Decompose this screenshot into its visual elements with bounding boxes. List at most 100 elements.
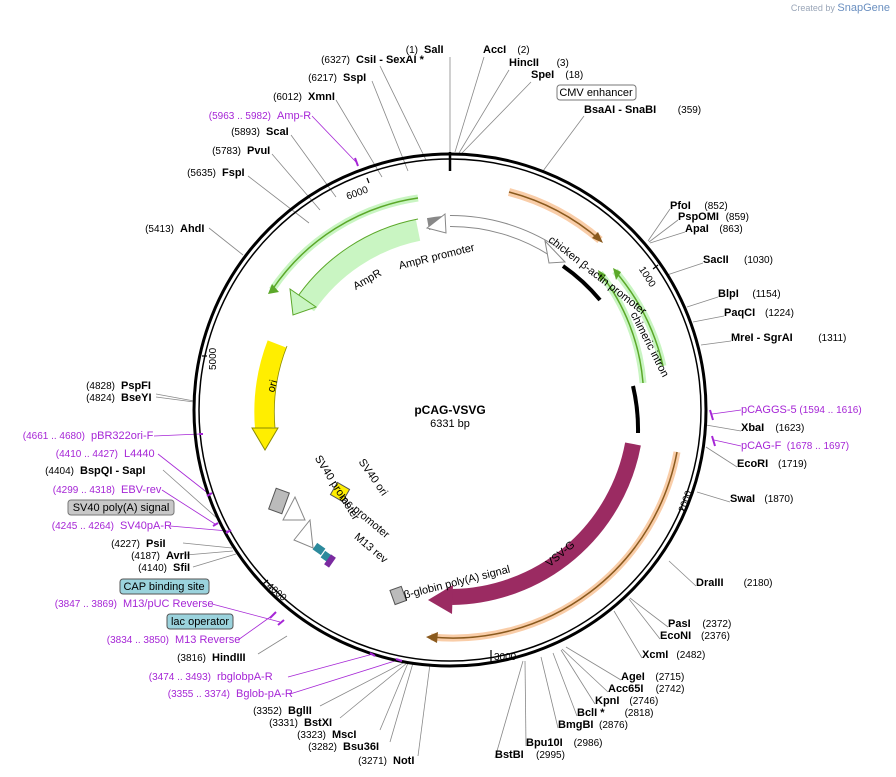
- site-position: (2): [517, 45, 529, 56]
- site-name: CsiI - SexAI *: [356, 54, 425, 66]
- site-name: BseYI: [121, 392, 152, 404]
- primer-range: (4299 .. 4318): [53, 485, 115, 496]
- leader-line: [290, 134, 337, 198]
- site-label-psii: (4227)PsiI: [111, 538, 165, 550]
- leader-line: [686, 296, 719, 308]
- site-label-xcmi: (2482)XcmI: [642, 649, 705, 661]
- site-label-bglii: (3352)BglII: [253, 705, 312, 717]
- site-position: (1): [406, 45, 418, 56]
- primer-range: (3474 .. 3493): [149, 672, 211, 683]
- site-name: ApaI: [685, 223, 709, 235]
- site-name: BsaAI - SnaBI: [584, 104, 656, 116]
- vsvg-arrowhead: [428, 585, 453, 614]
- primer-label-pcagf: (1678 .. 1697)pCAG-F: [741, 440, 849, 452]
- cba-promoter-arc-fill: [449, 215, 556, 256]
- site-position: (2995): [536, 750, 565, 761]
- site-position: (18): [565, 70, 583, 81]
- site-name: SfiI: [173, 562, 190, 574]
- leader-line: [155, 393, 195, 402]
- snapgene-credit: Created by SnapGene: [791, 2, 890, 14]
- site-name: SspI: [343, 72, 366, 84]
- site-name: MscI: [332, 729, 356, 741]
- site-label-mrei: (1311)MreI - SgrAI: [731, 332, 846, 344]
- primer-leader-line: [211, 603, 281, 623]
- site-position: (3816): [177, 653, 206, 664]
- leader-line: [247, 175, 310, 224]
- leader-line: [208, 227, 244, 256]
- leader-line: [629, 597, 669, 628]
- primer-labels: (1594 .. 1616)pCAGGS-5(1678 .. 1697)pCAG…: [23, 110, 862, 700]
- site-label-msci: (3323) MscI: [297, 729, 356, 741]
- credit-brand: SnapGene: [837, 2, 890, 14]
- leader-line: [162, 469, 219, 520]
- site-position: (3323): [297, 730, 326, 741]
- ori-arc: [254, 340, 287, 429]
- site-label-bseyi: (4824)BseYI: [86, 392, 151, 404]
- site-position: (5635): [187, 168, 216, 179]
- site-label-ecori: (1719)EcoRI: [737, 458, 807, 470]
- plasmid-length: 6331 bp: [430, 418, 470, 430]
- leader-line: [417, 663, 431, 757]
- site-name: SwaI: [730, 493, 755, 505]
- site-label-xmni: (6012)XmnI: [273, 91, 335, 103]
- primer-name: pCAG-F: [741, 440, 782, 452]
- primer-leader-line: [237, 614, 274, 641]
- ampr-arc: [295, 219, 421, 312]
- site-name: BstXI: [304, 717, 332, 729]
- primer-range: (3834 .. 3850): [107, 635, 169, 646]
- site-label-pspfi: (4828)PspFI: [86, 380, 151, 392]
- intron-black-bar: [631, 385, 641, 434]
- primer-name: rbglobpA-R: [217, 671, 273, 683]
- site-position: (2876): [599, 720, 628, 731]
- primer-label-ampr: (5963 .. 5982)Amp-R: [209, 110, 312, 122]
- primer-name: Bglob-pA-R: [236, 688, 293, 700]
- sv40-promoter-arrow: [282, 495, 306, 521]
- tick-5000: 5000: [208, 347, 219, 370]
- primer-name: Amp-R: [277, 110, 311, 122]
- m13-mark: [324, 554, 336, 568]
- site-position: (5783): [212, 146, 241, 157]
- cmv-enhancer-arrow: [508, 191, 601, 241]
- site-name: AgeI: [621, 671, 645, 683]
- leader-line: [524, 660, 527, 747]
- restriction-site-labels: (1)SalI(2)AccI(3)HincII(18)SpeI(359)BsaA…: [45, 44, 846, 767]
- site-label-hindiii: (3816)HindIII: [177, 652, 246, 664]
- leader-line: [319, 661, 406, 707]
- primer-label-sv40par: (4245 .. 4264)SV40pA-R: [52, 520, 172, 532]
- site-label-bsaai: (359) BsaAI - SnaBI: [584, 104, 701, 116]
- site-name: MreI - SgrAI: [731, 332, 793, 344]
- leader-line: [494, 660, 524, 759]
- site-label-sfii: (4140)SfiI: [138, 562, 190, 574]
- features-layer: [192, 152, 716, 668]
- primer-leader-line: [157, 453, 210, 495]
- site-label-swai: (1870)SwaI: [730, 493, 793, 505]
- leader-line: [458, 69, 510, 154]
- site-name: BclI *: [577, 707, 605, 719]
- primer-leader-line: [311, 115, 357, 163]
- site-name: Bsu36I: [343, 741, 379, 753]
- primer-marks: [199, 157, 716, 662]
- site-name: XmnI: [308, 91, 335, 103]
- site-label-bmgbi: (2876)BmgBI: [558, 719, 628, 731]
- site-position: (863): [719, 224, 742, 235]
- site-position: (1719): [778, 459, 807, 470]
- feature-label-lac-promoter: lac promoter: [337, 493, 392, 542]
- leader-line: [552, 652, 578, 717]
- leader-line: [371, 80, 409, 172]
- site-position: (359): [678, 105, 701, 116]
- leader-line: [182, 542, 233, 549]
- site-name: AccI: [483, 44, 506, 56]
- site-name: PspOMI: [678, 211, 719, 223]
- site-label-fspi: (5635)FspI: [187, 167, 245, 179]
- site-label-noti: (3271)NotI: [358, 755, 414, 767]
- site-position: (4187): [131, 551, 160, 562]
- site-label-avrii: (4187)AvrII: [131, 550, 190, 562]
- site-position: (2482): [676, 650, 705, 661]
- leader-line: [705, 446, 738, 468]
- site-position: (5413): [145, 224, 174, 235]
- site-position: (1224): [765, 308, 794, 319]
- leader-line: [155, 396, 195, 403]
- site-label-pvui: (5783)PvuI: [212, 145, 270, 157]
- tick-4000: 4000: [264, 581, 288, 604]
